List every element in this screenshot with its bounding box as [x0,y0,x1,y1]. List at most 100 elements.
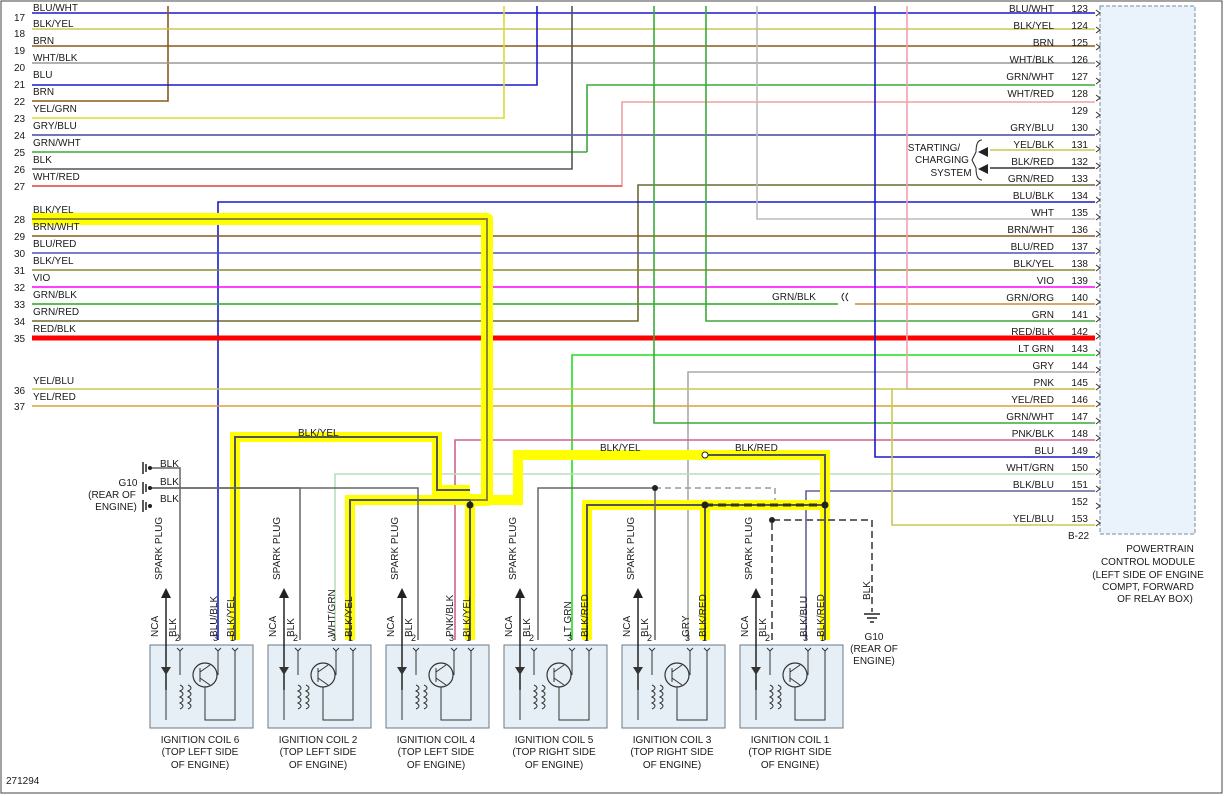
coil-wire-label: WHT/GRN [327,589,338,637]
harness-to-right-bank [470,450,705,505]
pcm-pin-label: BLK/YEL [1013,259,1054,270]
left-wire-labels: 17BLU/WHT18BLK/YEL19BRN20WHT/BLK21BLU22B… [14,3,81,413]
coil-location-1: (TOP RIGHT SIDE [748,747,832,758]
right-pin-labels: 123BLU/WHT124BLK/YEL125BRN126WHT/BLK127G… [1006,4,1088,525]
coil-return [440,675,472,721]
coil-name: IGNITION COIL 5 [515,735,594,746]
pcm-pin-num: 149 [1071,446,1088,457]
coil-location-2: OF ENGINE) [289,760,347,771]
pcm-pin-num: 141 [1071,310,1088,321]
coil-return [204,675,236,721]
g10-left-wire-1: BLK [160,459,179,470]
left-wire-label: BLK/YEL [33,205,74,216]
footer-id: 271294 [6,776,40,787]
left-wire-label: BLK/YEL [33,19,74,30]
pcm-pin-chevron [1095,349,1101,357]
pcm-pin-chevron [1095,468,1101,476]
coil-location-2: OF ENGINE) [525,760,583,771]
coil-wire-label: BLK [640,618,651,637]
pcm-pin-label: GRN/RED [1008,174,1054,185]
inline-connector-140 [841,292,849,302]
brace [971,139,983,181]
pcm-pin-chevron [1095,111,1101,119]
pcm-pin-chevron [1095,383,1101,391]
left-wire-num: 24 [14,131,26,142]
coil-transistor [553,664,565,686]
pcm-pin-num: 147 [1071,412,1088,423]
coil-wire-label: NCA [504,616,515,637]
pcm-pin-chevron [1095,60,1101,68]
left-wire-num: 27 [14,182,26,193]
wire-33 [454,439,1095,640]
coil-pin-number: 1 [820,633,825,643]
pcm-pin-chevron [1095,196,1101,204]
pcm-pin-num: 130 [1071,123,1088,134]
wire-8 [586,84,1095,152]
spark-plug-arrow [279,588,289,598]
coil-wire-label: BLU/BLK [209,596,220,637]
pcm-label-2: CONTROL MODULE [1101,557,1195,568]
coil-location-2: OF ENGINE) [171,760,229,771]
left-wire-num: 20 [14,63,26,74]
starting-label-3: SYSTEM [930,168,971,179]
spark-plug-arrow [161,588,171,598]
pcm-pin-chevron [1095,26,1101,34]
left-wire-label: BLU/WHT [33,3,78,14]
coil-diode [161,667,171,675]
pcm-pin-label: BLU/BLK [1013,191,1054,202]
coil-location-1: (TOP LEFT SIDE [162,747,239,758]
pcm-pin-num: 135 [1071,208,1088,219]
pcm-pin-label: YEL/BLK [1013,140,1054,151]
pcm-pin-num: 144 [1071,361,1088,372]
pcm-pin-label: PNK/BLK [1012,429,1055,440]
left-wire-label: YEL/GRN [33,104,77,115]
pcm-pin-label: RED/BLK [1011,327,1054,338]
pcm-pin-chevron [1095,179,1101,187]
left-wire-label: BRN [33,87,54,98]
pcm-pin-num: 131 [1071,140,1088,151]
pcm-pin-label: BLK/BLU [1013,480,1054,491]
pcm-pin-num: 128 [1071,89,1088,100]
coil-name: IGNITION COIL 2 [279,735,358,746]
starting-label-1: STARTING/ [908,143,961,154]
pcm-pin-label: GRN/WHT [1006,72,1054,83]
coil-pin-number: 1 [348,633,353,643]
coil-pin-number: 1 [466,633,471,643]
pcm-pin-label: BLU/WHT [1009,4,1054,15]
pcm-pin-chevron [1095,366,1101,374]
coil-location-2: OF ENGINE) [407,760,465,771]
coil-wire-label: PNK/BLK [445,594,456,637]
g10-right-label-3: ENGINE) [853,656,895,667]
pcm-pin-num: 142 [1071,327,1088,338]
pcm-label-3: (LEFT SIDE OF ENGINE [1092,570,1204,581]
left-wire-num: 21 [14,80,26,91]
ground-wiring [142,462,880,640]
coil-name: IGNITION COIL 6 [161,735,240,746]
coil-wire-label: BLK [758,618,769,637]
coil-wire-label: BLK/RED [580,594,591,637]
left-wire-num: 35 [14,334,26,345]
coil-location-1: (TOP LEFT SIDE [280,747,357,758]
wire-34 [874,6,1095,458]
coil-wire-label: BLK [522,618,533,637]
left-wire-label: BLK [33,155,52,166]
coil-return [558,675,590,721]
coil-pin-number: 2 [411,633,416,643]
blk-yel-mid-label: BLK/YEL [600,443,641,454]
coil-wire-label: BLK/YEL [462,596,473,637]
gnd-splice-1 [652,485,658,491]
coil-pin-number: 2 [647,633,652,643]
pcm-pin-label: GRN/WHT [1006,412,1054,423]
pcm-pin-label: BLU/RED [1011,242,1054,253]
coil-pin-number: 1 [702,633,707,643]
spark-plug-label: SPARK PLUG [390,517,401,580]
spark-plug-label: SPARK PLUG [744,517,755,580]
pcm-pin-label: VIO [1037,276,1054,287]
blk-yel-top-label: BLK/YEL [298,428,339,439]
pcm-pin-num: 145 [1071,378,1088,389]
core-coil1 [705,454,826,640]
g10-left-label-3: ENGINE) [95,502,137,513]
left-wire-label: BLK/YEL [33,256,74,267]
